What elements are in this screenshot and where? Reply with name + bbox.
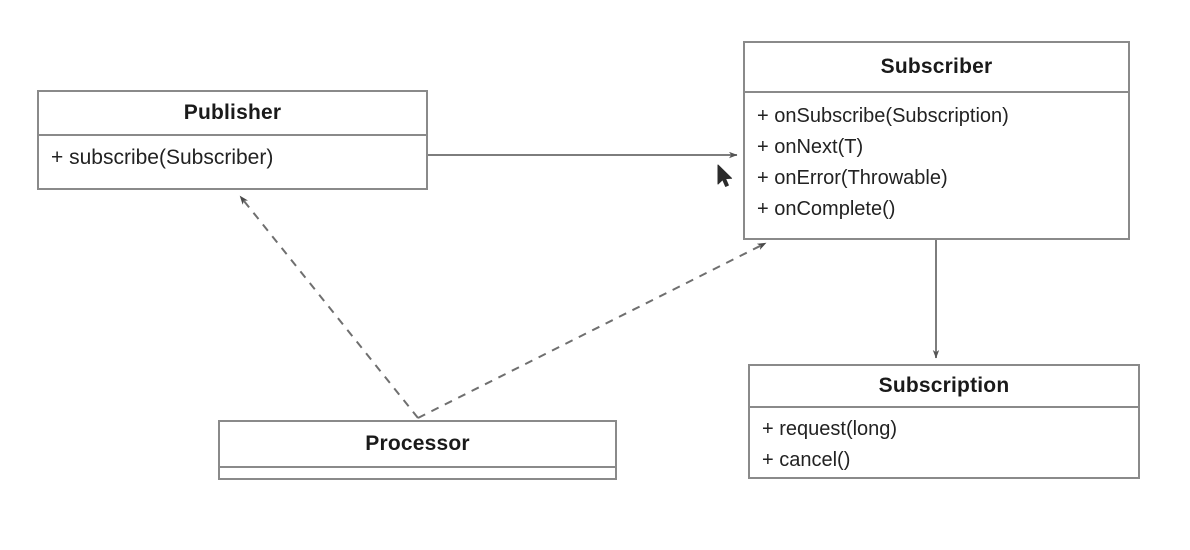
uml-class-subscription[interactable]: Subscription + request(long) + cancel() (748, 364, 1140, 479)
uml-class-publisher[interactable]: Publisher + subscribe(Subscriber) (37, 90, 428, 190)
uml-class-processor[interactable]: Processor (218, 420, 617, 480)
class-members-subscription: + request(long) + cancel() (750, 406, 1138, 477)
class-members-subscriber: + onSubscribe(Subscription) + onNext(T) … (745, 91, 1128, 238)
class-title-publisher: Publisher (183, 101, 282, 124)
class-member: + onError(Throwable) (757, 167, 948, 189)
class-member: + cancel() (762, 449, 851, 471)
connector-processor-to-publisher (239, 195, 419, 419)
class-member: + onSubscribe(Subscription) (757, 105, 1009, 127)
class-title-processor: Processor (365, 432, 470, 455)
uml-class-subscriber[interactable]: Subscriber + onSubscribe(Subscription) +… (743, 41, 1130, 240)
class-title-subscription: Subscription (878, 374, 1010, 397)
class-members-processor (220, 466, 615, 478)
mouse-pointer-icon (717, 164, 733, 187)
class-title-subscriber: Subscriber (880, 55, 993, 78)
class-member: + onNext(T) (757, 136, 864, 158)
connector-processor-to-subscriber (417, 242, 767, 419)
class-member: + subscribe(Subscriber) (51, 146, 274, 169)
class-member: + request(long) (762, 418, 898, 440)
class-members-publisher: + subscribe(Subscriber) (39, 134, 426, 188)
class-member: + onComplete() (757, 198, 896, 220)
